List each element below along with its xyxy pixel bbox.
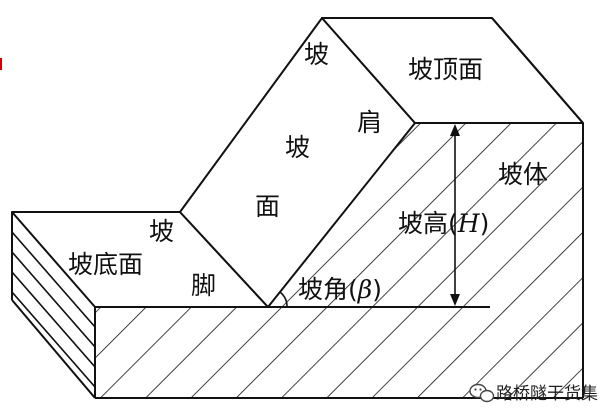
slope-angle-suffix: )	[372, 275, 382, 304]
toe-char-1: 坡	[149, 217, 174, 246]
shoulder-char: 肩	[357, 108, 382, 137]
slope-face-char-2: 面	[255, 192, 280, 221]
slope-height-label: 坡高(H)	[398, 209, 489, 238]
slope-angle-symbol: β	[357, 275, 372, 304]
left-side-hatch	[12, 231, 95, 388]
slope-height-prefix: 坡高(	[398, 209, 458, 238]
slope-angle-prefix: 坡角(	[298, 275, 358, 304]
block-outline	[11, 17, 584, 399]
bottom-face-label: 坡底面	[68, 250, 143, 279]
watermark: 路桥隧干货集	[469, 383, 598, 404]
toe-char-2: 脚	[191, 271, 216, 300]
edge-mark	[0, 58, 2, 70]
slope-height-suffix: )	[480, 209, 490, 238]
slope-crest-char: 坡	[304, 40, 329, 69]
wechat-icon	[469, 383, 495, 403]
slope-height-symbol: H	[457, 209, 481, 238]
slope-body-label: 坡体	[498, 160, 548, 189]
slope-top-label: 坡顶面	[408, 55, 483, 84]
slope-angle-label: 坡角(β)	[298, 275, 382, 304]
height-dimension	[450, 124, 460, 306]
slope-face-char-1: 坡	[285, 133, 310, 162]
watermark-text: 路桥隧干货集	[496, 384, 598, 404]
slope-angle-arc	[279, 291, 288, 308]
